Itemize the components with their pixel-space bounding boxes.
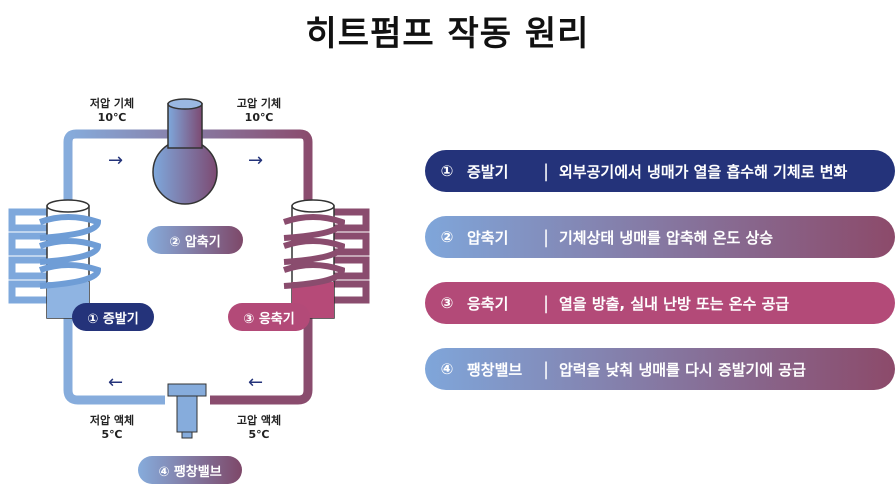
step-row-compressor: ② 압축기 | 기체상태 냉매를 압축해 온도 상승 [425, 216, 895, 258]
label-text: 고압 액체 [236, 414, 282, 427]
label-high-pressure-liquid: 고압 액체 5℃ [214, 414, 304, 442]
arrow-right-icon: → [248, 150, 264, 171]
step-row-expansion-valve: ④ 팽창밸브 | 압력을 낮춰 냉매를 다시 증발기에 공급 [425, 348, 895, 390]
compressor-top [167, 98, 203, 110]
label-low-pressure-liquid: 저압 액체 5℃ [67, 414, 157, 442]
step-description: 외부공기에서 냉매가 열을 흡수해 기체로 변화 [559, 162, 848, 181]
step-row-evaporator: ① 증발기 | 외부공기에서 냉매가 열을 흡수해 기체로 변화 [425, 150, 895, 192]
step-description: 압력을 낮춰 냉매를 다시 증발기에 공급 [559, 360, 806, 379]
arrow-right-icon: → [108, 150, 124, 171]
step-separator: | [542, 226, 550, 248]
compressor-body-icon [152, 139, 218, 205]
step-number: ② [440, 228, 454, 246]
valve-foot [181, 431, 193, 439]
arrow-left-icon: ← [248, 372, 264, 393]
label-temp: 10℃ [244, 111, 274, 124]
pill-expansion-valve: ④ 팽창밸브 [138, 456, 242, 484]
step-separator: | [542, 358, 550, 380]
label-temp: 5℃ [248, 428, 270, 441]
step-name: 증발기 [467, 162, 509, 181]
step-separator: | [542, 160, 550, 182]
label-text: 고압 기체 [236, 97, 282, 110]
pipe-left-bottom [63, 300, 165, 405]
step-row-condenser: ③ 응축기 | 열을 방출, 실내 난방 또는 온수 공급 [425, 282, 895, 324]
label-low-pressure-gas: 저압 기체 10℃ [67, 97, 157, 125]
evaporator-coil-icon [8, 208, 50, 304]
label-temp: 5℃ [101, 428, 123, 441]
page-title: 히트펌프 작동 원리 [305, 14, 590, 54]
condenser-tank-top [291, 199, 335, 213]
pill-compressor: ② 압축기 [147, 226, 243, 254]
step-name: 응축기 [467, 294, 509, 313]
pipe-right-bottom [210, 300, 313, 405]
pill-evaporator: ① 증발기 [72, 303, 154, 331]
step-name: 팽창밸브 [467, 360, 523, 379]
compressor-stem [167, 103, 203, 149]
condenser-wrap [283, 214, 346, 289]
label-high-pressure-gas: 고압 기체 10℃ [214, 97, 304, 125]
label-temp: 10℃ [97, 111, 127, 124]
step-description: 기체상태 냉매를 압축해 온도 상승 [559, 228, 774, 247]
condenser-coil-icon [326, 208, 370, 304]
evaporator-tank-top [46, 199, 90, 213]
valve-cap-icon [167, 383, 207, 397]
step-separator: | [542, 292, 550, 314]
step-description: 열을 방출, 실내 난방 또는 온수 공급 [559, 294, 790, 313]
label-text: 저압 액체 [89, 414, 135, 427]
pill-condenser: ③ 응축기 [228, 303, 310, 331]
label-text: 저압 기체 [89, 97, 135, 110]
step-number: ③ [440, 294, 454, 312]
step-number: ① [440, 162, 454, 180]
step-number: ④ [440, 360, 454, 378]
arrow-left-icon: ← [108, 372, 124, 393]
step-name: 압축기 [467, 228, 509, 247]
valve-body [176, 395, 198, 433]
evaporator-wrap [38, 214, 102, 289]
